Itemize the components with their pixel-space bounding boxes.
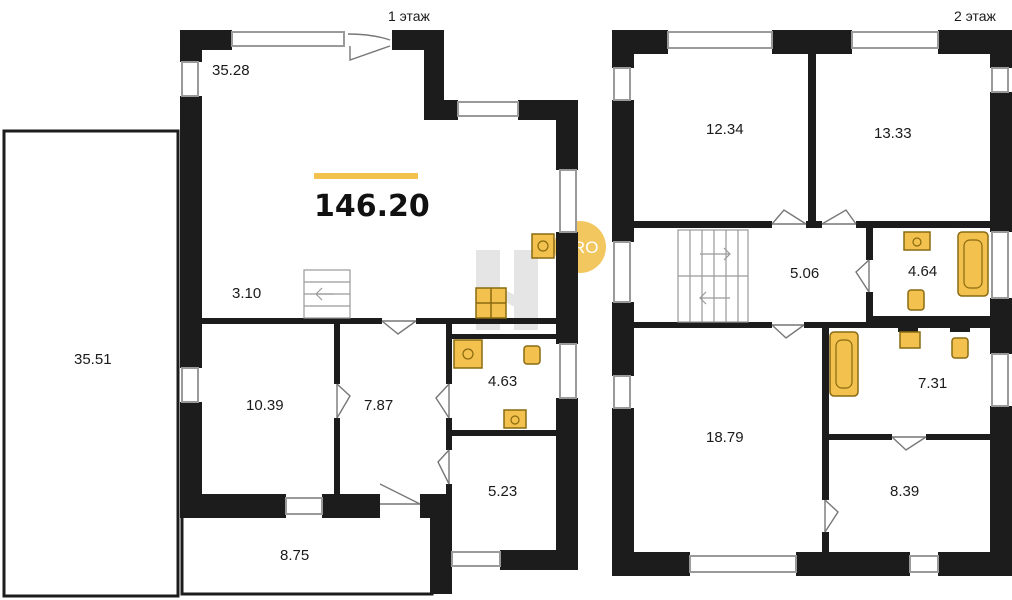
first-floor-doors bbox=[336, 33, 450, 505]
first-floor-interior-walls bbox=[196, 318, 562, 550]
room-area-small-room: 8.39 bbox=[890, 483, 919, 500]
room-area-main: 35.28 bbox=[212, 62, 250, 79]
sink-icon bbox=[899, 331, 921, 349]
room-area-bedroom-left: 12.34 bbox=[706, 121, 744, 138]
toilet-icon bbox=[951, 337, 969, 359]
sink-icon bbox=[903, 231, 931, 251]
room-area-bath-top: 4.64 bbox=[908, 263, 937, 280]
room-area-bedroom-right: 13.33 bbox=[874, 125, 912, 142]
first-floor-label: 1 этаж bbox=[388, 8, 431, 24]
second-floor-fixtures bbox=[829, 231, 989, 397]
second-floor-stairs bbox=[677, 229, 749, 323]
second-floor-plan: 2 этаж 12.34 13.33 5.06 4.64 7.31 18.79 … bbox=[612, 8, 1012, 576]
room-area-big-room: 18.79 bbox=[706, 429, 744, 446]
first-floor-fixtures bbox=[453, 233, 555, 429]
sink-icon bbox=[531, 233, 555, 259]
bathtub-icon bbox=[829, 331, 859, 397]
shower-icon bbox=[453, 339, 483, 369]
first-floor-windows bbox=[181, 31, 577, 567]
second-floor-label: 2 этаж bbox=[954, 8, 997, 24]
washbasin-icon bbox=[503, 409, 527, 429]
room-area-garage: 35.51 bbox=[74, 351, 112, 368]
toilet-icon bbox=[523, 345, 541, 365]
second-floor-windows bbox=[613, 31, 1009, 573]
garage-outline bbox=[2, 129, 180, 598]
total-area-accent-bar bbox=[314, 173, 418, 179]
room-area-terrace: 8.75 bbox=[280, 547, 309, 564]
room-area-bathroom: 4.63 bbox=[488, 373, 517, 390]
room-area-left-room: 10.39 bbox=[246, 397, 284, 414]
second-floor-interior-walls bbox=[632, 52, 994, 554]
room-area-corridor: 5.06 bbox=[790, 265, 819, 282]
room-area-bath-bottom: 7.31 bbox=[918, 375, 947, 392]
room-area-middle-room: 7.87 bbox=[364, 397, 393, 414]
second-floor-walls bbox=[612, 30, 1012, 576]
bathtub-icon bbox=[957, 231, 989, 297]
room-area-small-room: 5.23 bbox=[488, 483, 517, 500]
total-area: 146.20 bbox=[314, 189, 430, 224]
first-floor-stairs bbox=[303, 269, 351, 319]
room-area-hall: 3.10 bbox=[232, 285, 261, 302]
first-floor-plan: 146.20 1 этаж 35.28 3.10 10.39 7.87 4.63… bbox=[2, 8, 578, 598]
second-floor-doors bbox=[771, 209, 927, 533]
toilet-icon bbox=[907, 289, 925, 311]
